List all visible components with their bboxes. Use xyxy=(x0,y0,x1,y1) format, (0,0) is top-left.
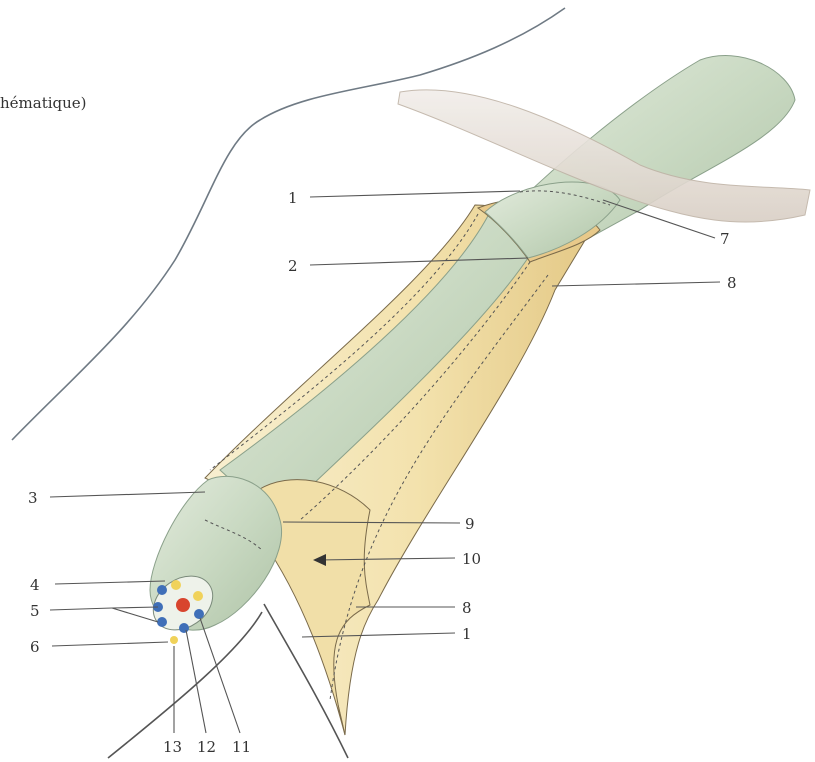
leader-line xyxy=(310,191,520,197)
vein-icon xyxy=(157,617,167,627)
label-10: 10 xyxy=(462,550,481,568)
nerve-icon xyxy=(171,580,181,590)
label-3: 3 xyxy=(28,489,38,507)
label-8-top: 8 xyxy=(727,274,737,292)
label-4: 4 xyxy=(30,576,40,594)
nerve-icon xyxy=(193,591,203,601)
vein-icon xyxy=(179,623,189,633)
label-8-bottom: 8 xyxy=(462,599,472,617)
leader-line xyxy=(50,608,112,610)
leader-line xyxy=(112,608,158,622)
label-1-top: 1 xyxy=(288,189,298,207)
vein-icon xyxy=(157,585,167,595)
label-13: 13 xyxy=(163,738,182,756)
label-1-bottom: 1 xyxy=(462,625,472,643)
label-7: 7 xyxy=(720,230,730,248)
body-contour-lower-left xyxy=(108,612,262,758)
nerve-icon xyxy=(170,636,178,644)
label-6: 6 xyxy=(30,638,40,656)
leader-line xyxy=(112,607,158,608)
label-2: 2 xyxy=(288,257,298,275)
artery-icon xyxy=(176,598,190,612)
leader-line xyxy=(52,642,168,646)
leader-line xyxy=(50,492,205,497)
leader-line xyxy=(186,630,206,733)
leader-line xyxy=(55,581,165,584)
label-12: 12 xyxy=(197,738,216,756)
vein-icon xyxy=(194,609,204,619)
caption-fragment: hématique) xyxy=(0,94,87,112)
label-5: 5 xyxy=(30,602,40,620)
label-11: 11 xyxy=(232,738,251,756)
label-9: 9 xyxy=(465,515,475,533)
leader-line xyxy=(552,282,720,286)
